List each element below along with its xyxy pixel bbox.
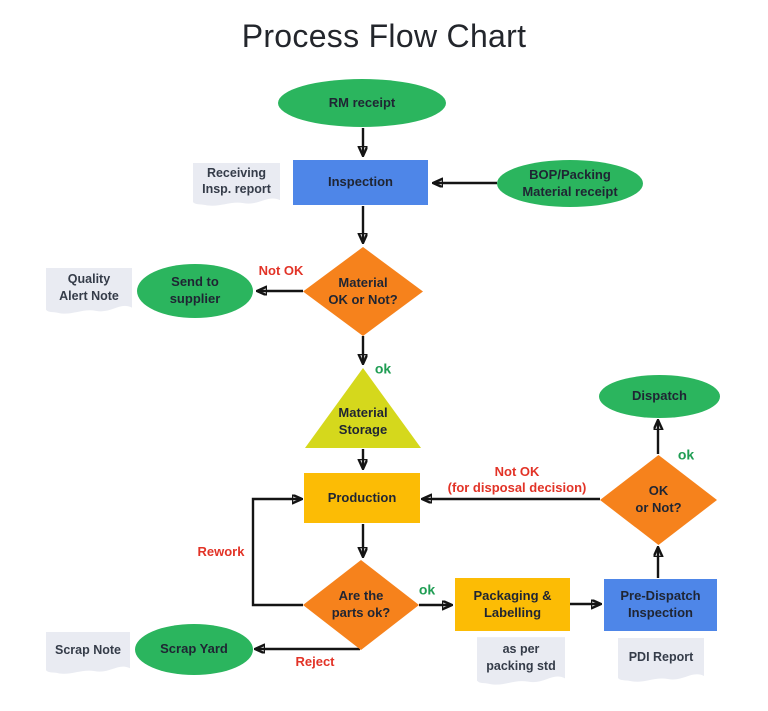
node-pre-dispatch-inspection: Pre-Dispatch Inspection (604, 579, 717, 631)
doc-pdi-report: PDI Report (618, 637, 704, 683)
document-shape (46, 631, 130, 674)
doc-receiving-insp-report: Receiving Insp. report (193, 162, 280, 207)
doc-as-per-packing-std: as per packing std (477, 636, 565, 686)
node-material-storage: Material Storage (305, 368, 421, 448)
doc-quality-alert-note: Quality Alert Note (46, 267, 132, 315)
node-material-ok-decision: Material OK or Not? (303, 247, 423, 336)
document-shape (477, 637, 565, 685)
node-dispatch: Dispatch (599, 375, 720, 418)
page-title: Process Flow Chart (241, 18, 527, 54)
node-scrap-yard: Scrap Yard (135, 624, 253, 675)
node-bop-material-receipt: BOP/Packing Material receipt (497, 160, 643, 207)
doc-label: Scrap Note (55, 642, 121, 657)
node-parts-ok-decision: Are the parts ok? (303, 560, 419, 650)
doc-scrap-note: Scrap Note (46, 631, 130, 675)
document-shape (618, 638, 704, 682)
edge-label-ok-packaging: ok (418, 581, 436, 598)
edge-label-not-ok-disposal: Not OK (for disposal decision) (447, 463, 587, 495)
doc-label: Receiving Insp. report (202, 166, 271, 197)
edge-label-reject: Reject (295, 653, 335, 669)
node-inspection: Inspection (293, 160, 428, 205)
node-send-to-supplier: Send to supplier (137, 264, 253, 318)
edge-label-not-ok: Not OK (258, 262, 304, 278)
document-shape (193, 162, 280, 206)
node-packaging-labelling: Packaging & Labelling (455, 578, 570, 631)
document-shape (46, 268, 132, 314)
node-production: Production (304, 473, 420, 523)
doc-label: Quality Alert Note (59, 272, 119, 303)
node-rm-receipt: RM receipt (278, 79, 446, 127)
doc-label: as per packing std (486, 642, 556, 673)
edge-rework-loop (251, 499, 303, 607)
edge-label-rework: Rework (197, 543, 245, 559)
edge-label-ok-dispatch: ok (677, 446, 695, 463)
doc-label: PDI Report (628, 649, 694, 664)
edge-label-ok-storage: ok (374, 360, 392, 377)
node-ok-or-not-decision: OK or Not? (600, 455, 717, 545)
